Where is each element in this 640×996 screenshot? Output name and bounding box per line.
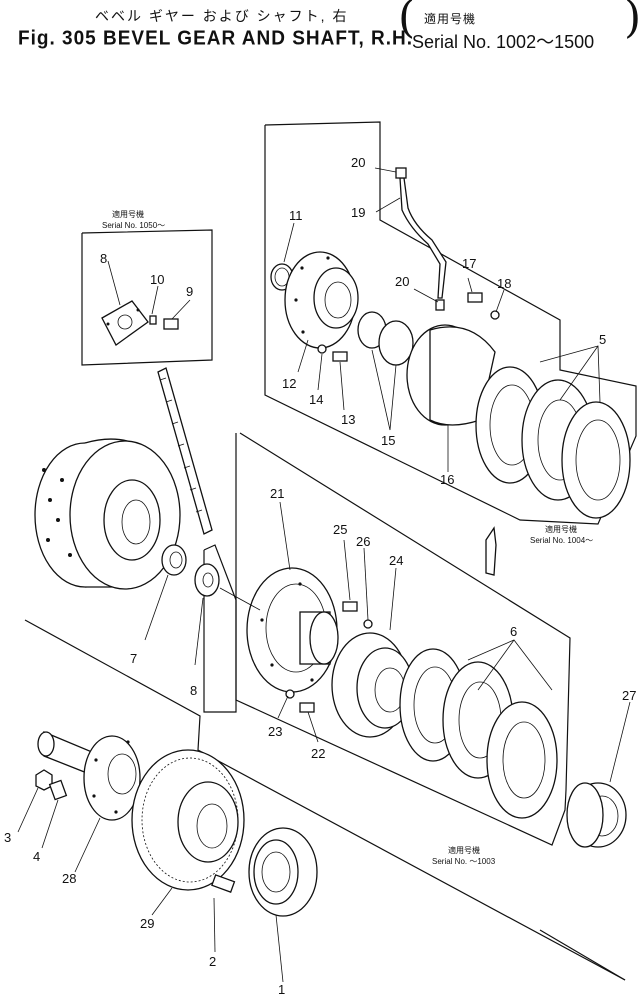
callout-22: 22 <box>311 746 325 761</box>
bevel-gear-drum <box>34 438 181 590</box>
lower-shaft-group <box>17 619 626 983</box>
callout-28: 28 <box>62 871 76 886</box>
callout-10: 10 <box>150 272 164 287</box>
callout-27: 27 <box>622 688 636 703</box>
inset-serial-1050 <box>81 229 213 366</box>
connector-pipe <box>157 367 213 535</box>
callout-19: 19 <box>351 205 365 220</box>
callout-9: 9 <box>186 284 193 299</box>
callout-2: 2 <box>209 954 216 969</box>
callout-5: 5 <box>599 332 606 347</box>
callout-20b: 20 <box>395 274 409 289</box>
callout-20a: 20 <box>351 155 365 170</box>
callout-21: 21 <box>270 486 284 501</box>
note-right-en: Serial No. 1004～ <box>530 536 593 545</box>
callout-29: 29 <box>140 916 154 931</box>
callout-13: 13 <box>341 412 355 427</box>
serial-label-japanese: 適用号機 <box>424 12 477 26</box>
callout-15: 15 <box>381 433 395 448</box>
callout-8b: 8 <box>190 683 197 698</box>
callout-25: 25 <box>333 522 347 537</box>
direction-arrow-right <box>485 526 497 576</box>
callout-6: 6 <box>510 624 517 639</box>
callout-4: 4 <box>33 849 40 864</box>
serial-range-text: Serial No. 1002～1500 <box>412 32 595 52</box>
callout-7: 7 <box>130 651 137 666</box>
note-bottom-en: Serial No. ～1003 <box>432 857 496 866</box>
callout-23: 23 <box>268 724 282 739</box>
callout-26: 26 <box>356 534 370 549</box>
note-right-jp: 適用号機 <box>545 524 577 534</box>
middle-housing-group <box>219 432 571 846</box>
note-bottom-jp: 適用号機 <box>448 845 480 855</box>
callout-24: 24 <box>389 553 403 568</box>
callout-16: 16 <box>440 472 454 487</box>
callout-1: 1 <box>278 982 285 996</box>
note-top-left-en: Serial No. 1050～ <box>102 221 165 230</box>
callout-8a: 8 <box>100 251 107 266</box>
note-top-left-jp: 適用号機 <box>112 209 144 219</box>
figure-title: Fig. 305 BEVEL GEAR AND SHAFT, R.H. <box>18 27 413 50</box>
callout-12: 12 <box>282 376 296 391</box>
callout-17: 17 <box>462 256 476 271</box>
inset-washer-8 <box>194 544 237 713</box>
callout-18: 18 <box>497 276 511 291</box>
title-japanese: ベベル ギヤー および シャフト, 右 <box>95 8 349 24</box>
callout-3: 3 <box>4 830 11 845</box>
callout-14: 14 <box>309 392 323 407</box>
part-7-bearing <box>161 544 187 576</box>
upper-housing-group <box>264 121 637 525</box>
callout-11: 11 <box>289 208 303 223</box>
